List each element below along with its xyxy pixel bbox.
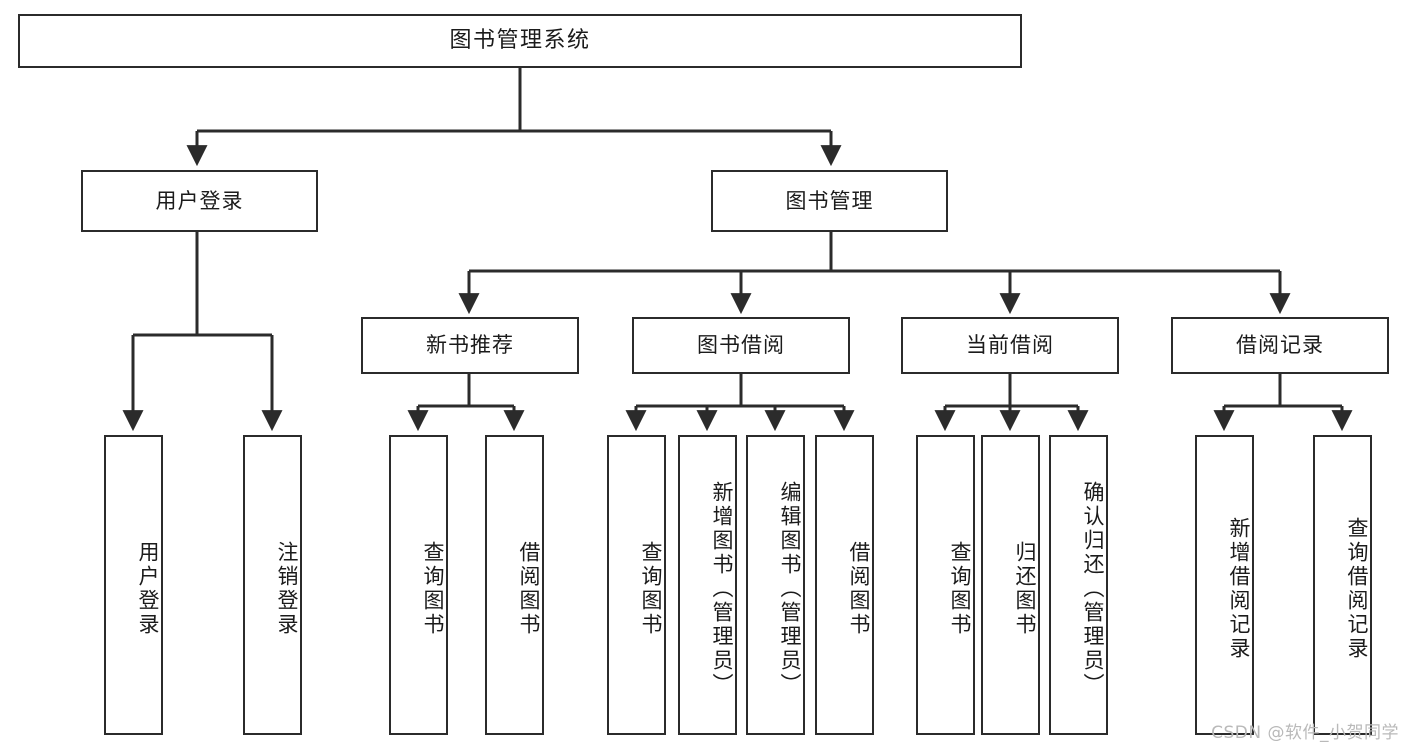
node-label: 确认归还（管理员） xyxy=(1081,481,1105,697)
node-root-system[interactable]: 图书管理系统 xyxy=(18,14,1022,68)
node-label: 查询图书 xyxy=(948,541,972,637)
leaf-query-book-borrow[interactable]: 查询图书 xyxy=(607,435,666,735)
node-borrow-records[interactable]: 借阅记录 xyxy=(1171,317,1389,374)
node-new-book-recommend[interactable]: 新书推荐 xyxy=(361,317,579,374)
node-label: 新书推荐 xyxy=(426,333,514,358)
leaf-logout[interactable]: 注销登录 xyxy=(243,435,302,735)
node-label: 查询借阅记录 xyxy=(1345,517,1369,661)
watermark: CSDN @软件_小贺同学 xyxy=(1211,723,1399,743)
node-label: 图书管理系统 xyxy=(449,28,591,54)
leaf-query-book-current[interactable]: 查询图书 xyxy=(916,435,975,735)
node-label: 查询图书 xyxy=(639,541,663,637)
node-label: 用户登录 xyxy=(136,541,160,637)
node-label: 注销登录 xyxy=(275,541,299,637)
node-label: 图书管理 xyxy=(785,188,874,213)
node-label: 新增图书（管理员） xyxy=(710,481,734,697)
leaf-borrow-book[interactable]: 借阅图书 xyxy=(815,435,874,735)
node-label: 图书借阅 xyxy=(697,333,785,358)
node-label: 用户登录 xyxy=(155,188,244,213)
node-label: 当前借阅 xyxy=(966,333,1054,358)
node-label: 新增借阅记录 xyxy=(1227,517,1251,661)
node-label: 查询图书 xyxy=(421,541,445,637)
leaf-query-book-newbook[interactable]: 查询图书 xyxy=(389,435,448,735)
node-book-management[interactable]: 图书管理 xyxy=(711,170,948,232)
leaf-edit-book-admin[interactable]: 编辑图书（管理员） xyxy=(746,435,805,735)
node-label: 编辑图书（管理员） xyxy=(778,481,802,697)
leaf-user-login[interactable]: 用户登录 xyxy=(104,435,163,735)
node-label: 借阅图书 xyxy=(517,541,541,637)
node-label: 借阅记录 xyxy=(1236,333,1324,358)
leaf-query-borrow-record[interactable]: 查询借阅记录 xyxy=(1313,435,1372,735)
node-book-borrow[interactable]: 图书借阅 xyxy=(632,317,850,374)
leaf-return-book[interactable]: 归还图书 xyxy=(981,435,1040,735)
leaf-add-book-admin[interactable]: 新增图书（管理员） xyxy=(678,435,737,735)
node-current-borrow[interactable]: 当前借阅 xyxy=(901,317,1119,374)
node-label: 归还图书 xyxy=(1013,541,1037,637)
node-label: 借阅图书 xyxy=(847,541,871,637)
leaf-confirm-return-admin[interactable]: 确认归还（管理员） xyxy=(1049,435,1108,735)
leaf-add-borrow-record[interactable]: 新增借阅记录 xyxy=(1195,435,1254,735)
leaf-borrow-book-newbook[interactable]: 借阅图书 xyxy=(485,435,544,735)
node-user-login[interactable]: 用户登录 xyxy=(81,170,318,232)
